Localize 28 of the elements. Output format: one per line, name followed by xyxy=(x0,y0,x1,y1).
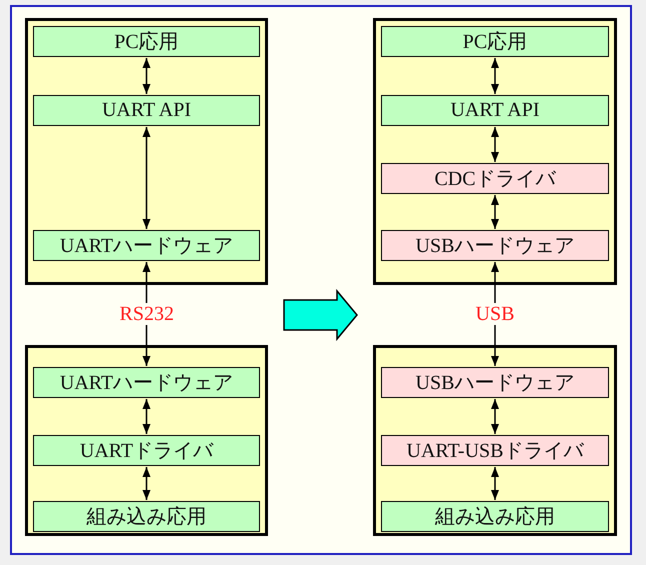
edge-label: RS232 xyxy=(118,303,176,325)
layer-box: UART API xyxy=(381,95,609,126)
layer-box: UARTドライバ xyxy=(33,435,260,466)
layer-container xyxy=(25,18,268,285)
arrow xyxy=(491,195,499,229)
layer-container xyxy=(373,18,617,285)
arrow xyxy=(491,127,499,162)
layer-box: USBハードウェア xyxy=(381,367,609,398)
arrow xyxy=(142,399,150,434)
edge-label: USB xyxy=(474,303,516,325)
layer-container xyxy=(25,345,268,536)
layer-box: CDCドライバ xyxy=(381,163,609,194)
layer-box: 組み込み応用 xyxy=(381,501,609,532)
layer-container xyxy=(373,345,617,536)
layer-box: UARTハードウェア xyxy=(33,367,260,398)
layer-box: PC応用 xyxy=(381,26,609,57)
arrow xyxy=(142,58,150,94)
arrow xyxy=(142,467,150,500)
arrow xyxy=(491,58,499,94)
arrow xyxy=(491,467,499,500)
layer-box: UARTハードウェア xyxy=(33,230,260,261)
arrow xyxy=(142,127,150,229)
layer-box: PC応用 xyxy=(33,26,260,57)
layer-box: 組み込み応用 xyxy=(33,501,260,532)
layer-box: UART-USBドライバ xyxy=(381,435,609,466)
layer-box: USBハードウェア xyxy=(381,230,609,261)
arrow xyxy=(491,399,499,434)
layer-box: UART API xyxy=(33,95,260,126)
